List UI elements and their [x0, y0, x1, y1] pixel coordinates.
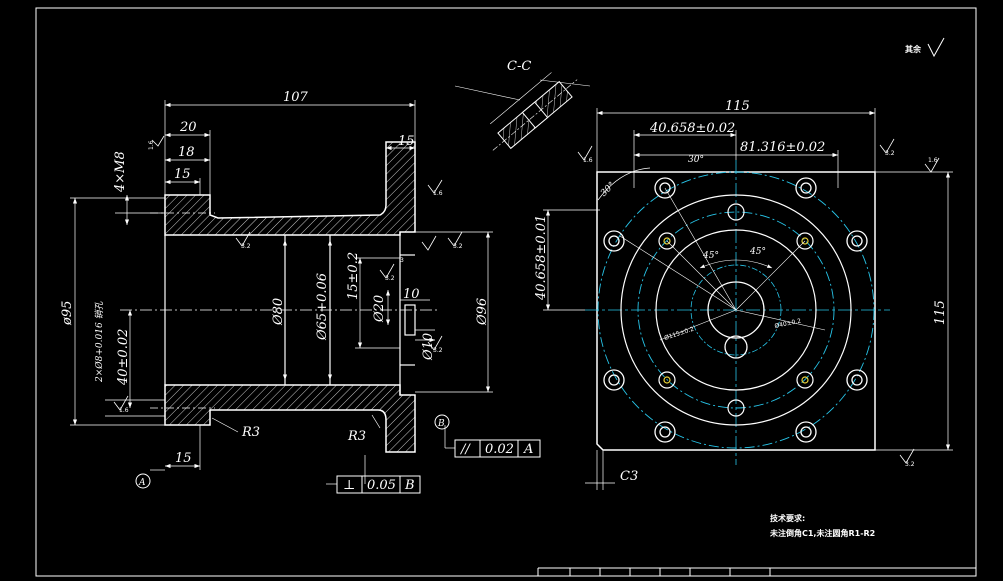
dim-chamfer-c3: C3 — [620, 469, 638, 484]
roughness-5: 3.2 — [433, 347, 443, 354]
datum-b-symbol: B — [434, 414, 450, 430]
drawing-frame — [35, 7, 977, 577]
dim-10: 10 — [403, 287, 420, 302]
roughness-1: 1.6 — [148, 140, 155, 150]
dim-flange-15: 15 — [398, 134, 415, 149]
tech-notes-line1: 未注倒角C1,未注圆角R1-R2 — [769, 528, 875, 538]
front-roughness-2: 3.2 — [885, 150, 895, 157]
roughness-4: 3.2 — [453, 243, 463, 250]
lower-wall-section — [164, 384, 416, 453]
upper-wall-section — [164, 141, 416, 236]
outer-bolt-holes — [603, 177, 868, 443]
gtol-perp-symbol: ⊥ — [343, 478, 355, 493]
datum-a-label: A — [138, 478, 146, 488]
section-cc-detail: C-C — [454, 59, 591, 151]
datum-b-label: B — [437, 419, 445, 429]
gtol-perp-value: 0.05 — [367, 478, 396, 493]
dim-dia-95: ø95 — [60, 301, 75, 326]
inner-bolt-holes — [658, 203, 814, 417]
dim-angle-45b: 45° — [749, 247, 766, 257]
dim-boss-20: 20 — [179, 120, 197, 135]
dim-radius-left: R3 — [241, 425, 260, 440]
dim-angle-45a: 45° — [702, 251, 719, 261]
dim-dia-20: Ø20 — [372, 295, 387, 323]
gtol-parallel-symbol: // — [459, 442, 471, 457]
gtol-parallel-datum: A — [523, 442, 533, 457]
dim-boss-15: 15 — [174, 167, 191, 182]
gtol-parallel-value: 0.02 — [485, 442, 514, 457]
dim-dia-10: Ø10 — [421, 333, 436, 361]
dim-angle-30b: 30° — [599, 180, 617, 198]
front-roughness-3: 1.6 — [928, 157, 938, 164]
general-roughness-note: 其余 — [905, 37, 945, 58]
front-view: 115 40.658±0.02 81.316±0.02 30° 30° 40.6… — [534, 99, 953, 490]
dim-overall-length: 107 — [283, 90, 309, 105]
dim-dia-96: Ø96 — [475, 298, 490, 326]
dim-radius-right: R3 — [347, 429, 366, 444]
dim-bottom-15: 15 — [175, 451, 192, 466]
front-roughness-4: 3.2 — [905, 461, 915, 468]
dim-dia-80: Ø80 — [271, 298, 286, 326]
roughness-6: 3.2 — [385, 275, 395, 282]
dim-pin-holes: 2×Ø8+0.016 销孔 — [94, 300, 105, 383]
dim-dist-40: 40±0.02 — [116, 329, 131, 386]
roughness-note-text: 其余 — [905, 44, 922, 54]
dim-3: 3 — [400, 257, 404, 264]
roughness-2: 3.2 — [241, 243, 251, 250]
dim-height-115: 115 — [933, 300, 948, 325]
dim-thread-4xm8: 4×M8 — [113, 151, 128, 193]
gtol-perp-frame: ⊥ 0.05 B — [336, 475, 421, 494]
dim-angle-30a: 30° — [688, 155, 704, 165]
front-roughness-1: 1.6 — [583, 157, 593, 164]
section-cc-label: C-C — [507, 59, 531, 74]
dim-boss-18: 18 — [178, 145, 195, 160]
square-flange-outline — [596, 171, 876, 451]
dim-15-02: 15±0.2 — [346, 252, 361, 300]
dim-40658-vertical: 40.658±0.01 — [534, 215, 549, 301]
dim-pcd-small: Ø115±0.2 — [663, 326, 695, 342]
technical-requirements: 技术要求: 未注倒角C1,未注圆角R1-R2 — [769, 513, 875, 538]
gtol-parallel-frame: // 0.02 A — [454, 439, 541, 458]
roughness-3: 1.6 — [433, 190, 443, 197]
datum-a-symbol: A — [135, 473, 151, 489]
dim-81316: 81.316±0.02 — [740, 140, 825, 155]
dim-40658-horizontal: 40.658±0.02 — [649, 121, 735, 136]
gtol-perp-datum: B — [404, 478, 415, 493]
dim-width-115: 115 — [725, 99, 750, 114]
dim-dia-65: Ø65+0.06 — [315, 273, 330, 341]
roughness-7: 1.6 — [119, 407, 129, 414]
side-view: 107 20 18 15 15 4×M8 ø95 2×Ø8+0.016 销孔 4… — [60, 90, 541, 494]
tech-notes-heading: 技术要求: — [770, 513, 805, 523]
